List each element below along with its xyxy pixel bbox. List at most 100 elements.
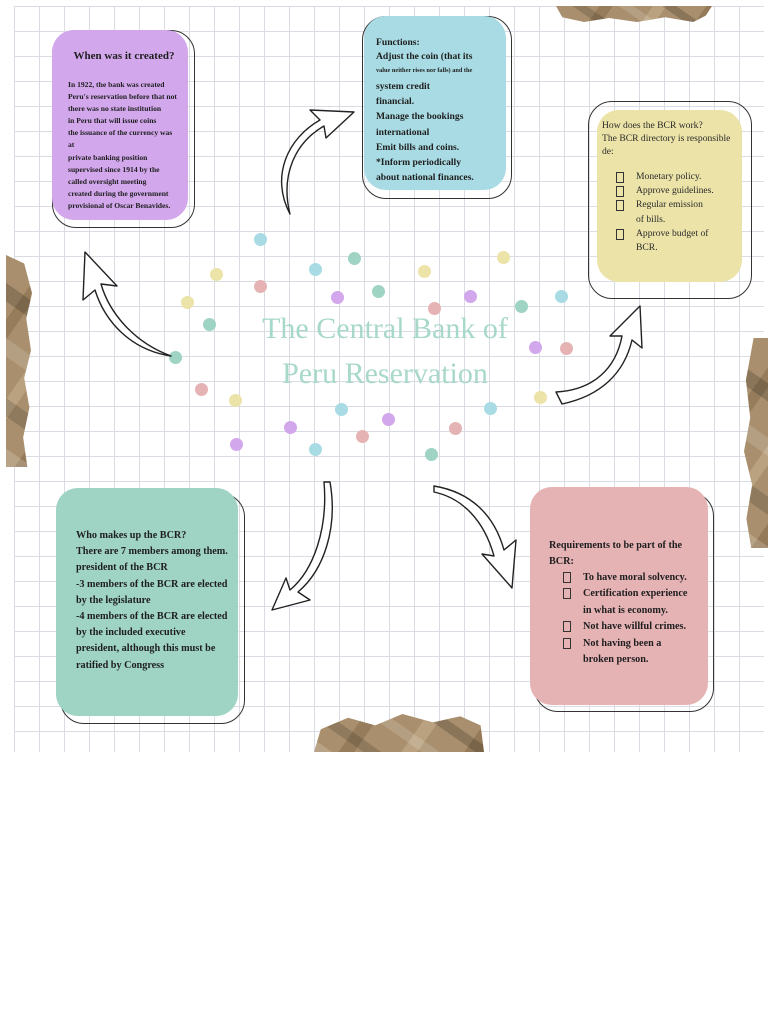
who-line: There are 7 members among them. (76, 546, 228, 558)
how-line-3: de: (602, 146, 614, 157)
map-title: The Central Bank of Peru Reservation (240, 306, 530, 396)
how-list-item: Approve budget of BCR. (602, 227, 710, 255)
confetti-dot (169, 351, 182, 364)
confetti-dot (484, 402, 497, 415)
functions-body: system credit financial. Manage the book… (376, 79, 500, 185)
who-line: by the included executive (76, 627, 186, 639)
functions-line: Emit bills and coins. (376, 141, 460, 153)
how-list: Monetary policy. Approve guidelines. Reg… (602, 170, 736, 255)
square-bullet-icon (616, 186, 624, 198)
who-line: president of the BCR (76, 562, 168, 574)
functions-heading: Functions: (376, 37, 420, 48)
requirements-list: To have moral solvency. Certification ex… (549, 570, 694, 668)
confetti-dot (560, 342, 573, 355)
created-line: supervised since 1914 by the (68, 164, 160, 174)
confetti-dot (254, 280, 267, 293)
confetti-dot (230, 438, 243, 451)
requirements-list-item: Not having been a broken person. (549, 636, 683, 669)
how-card-outline (588, 101, 752, 299)
confetti-dot (210, 268, 223, 281)
square-bullet-icon (563, 637, 571, 649)
requirements-list-item: Certification experience in what is econ… (549, 586, 693, 619)
created-line: the issuance of the currency was at (68, 128, 173, 150)
arrow-to-how-icon (555, 305, 643, 405)
square-bullet-icon (616, 200, 624, 212)
square-bullet-icon (563, 572, 571, 583)
who-body: Who makes up the BCR? There are 7 member… (76, 528, 234, 674)
square-bullet-icon (616, 172, 624, 183)
confetti-dot (335, 403, 348, 416)
created-line: private banking position (68, 152, 148, 162)
confetti-dot (181, 296, 194, 309)
created-line: in Peru that will issue coins (68, 116, 157, 126)
created-line: provisional of Oscar Benavides. (68, 200, 171, 210)
map-title-line-1: The Central Bank of (262, 312, 508, 345)
confetti-dot (425, 448, 438, 461)
kraft-paper-scrap-right (744, 338, 768, 548)
kraft-paper-scrap-top (556, 6, 712, 22)
requirements-list-item: To have moral solvency. (549, 570, 694, 586)
who-line: -4 members of the BCR are elected (76, 611, 228, 623)
confetti-dot (356, 430, 369, 443)
who-line: ratified by Congress (76, 659, 165, 671)
functions-line: about national finances. (376, 172, 474, 184)
confetti-dot (428, 302, 441, 315)
arrow-to-functions-icon (281, 109, 355, 215)
functions-line: system credit (376, 81, 430, 92)
functions-line-1-small: value neither rises nor falls) and the (376, 67, 473, 74)
requirements-list-item: Not have willful crimes. (549, 619, 694, 635)
map-title-line-2: Peru Reservation (282, 357, 488, 390)
how-list-item: Approve guidelines. (602, 184, 736, 198)
square-bullet-icon (563, 588, 571, 600)
who-line: -3 members of the BCR are elected (76, 578, 228, 590)
who-card: Who makes up the BCR? There are 7 member… (56, 488, 238, 716)
confetti-dot (229, 394, 242, 407)
confetti-dot (331, 291, 344, 304)
functions-line: Manage the bookings (376, 111, 464, 123)
confetti-dot (515, 300, 528, 313)
confetti-dot (372, 285, 385, 298)
confetti-dot (382, 413, 395, 426)
confetti-dot (254, 233, 267, 246)
created-card: When was it created? In 1922, the bank w… (52, 30, 188, 220)
confetti-dot (464, 290, 477, 303)
functions-line: *Inform periodically (376, 157, 462, 169)
confetti-dot (418, 265, 431, 278)
confetti-dot (529, 341, 542, 354)
functions-card: Functions: Adjust the coin (that its val… (364, 16, 506, 190)
created-heading: When was it created? (73, 50, 175, 62)
created-line: called oversight meeting (68, 176, 147, 186)
kraft-paper-scrap-bottom (314, 714, 484, 752)
arrow-to-requirements-icon (433, 485, 517, 589)
confetti-dot (449, 422, 462, 435)
arrow-to-who-icon (271, 481, 333, 611)
how-line-1: How does the BCR work? (602, 120, 703, 131)
functions-line-1: Adjust the coin (that its (376, 51, 473, 62)
arrow-to-created-icon (82, 251, 172, 357)
functions-line: financial. (376, 96, 415, 108)
how-card: How does the BCR work? The BCR directory… (597, 110, 742, 282)
requirements-card: Requirements to be part of the BCR: To h… (530, 487, 708, 705)
how-list-item: Regular emission of bills. (602, 198, 710, 226)
who-line: Who makes up the BCR? (76, 530, 187, 541)
created-line: In 1922, the bank was created (68, 80, 165, 89)
requirements-heading: Requirements to be part of the BCR: (549, 540, 683, 567)
how-list-item: Monetary policy. (602, 170, 736, 184)
square-bullet-icon (616, 228, 624, 240)
confetti-dot (195, 383, 208, 396)
functions-line: international (376, 126, 430, 138)
created-line: created during the government (68, 188, 169, 198)
created-line: Peru's reservation before that not (68, 92, 177, 102)
confetti-dot (497, 251, 510, 264)
confetti-dot (203, 318, 216, 331)
confetti-dot (284, 421, 297, 434)
created-body: In 1922, the bank was created Peru's res… (68, 79, 180, 212)
confetti-dot (555, 290, 568, 303)
square-bullet-icon (563, 621, 571, 633)
confetti-dot (348, 252, 361, 265)
who-line: president, although this must be (76, 643, 216, 655)
confetti-dot (534, 391, 547, 404)
created-line: there was no state institution (68, 104, 162, 114)
confetti-dot (309, 443, 322, 456)
confetti-dot (309, 263, 322, 276)
